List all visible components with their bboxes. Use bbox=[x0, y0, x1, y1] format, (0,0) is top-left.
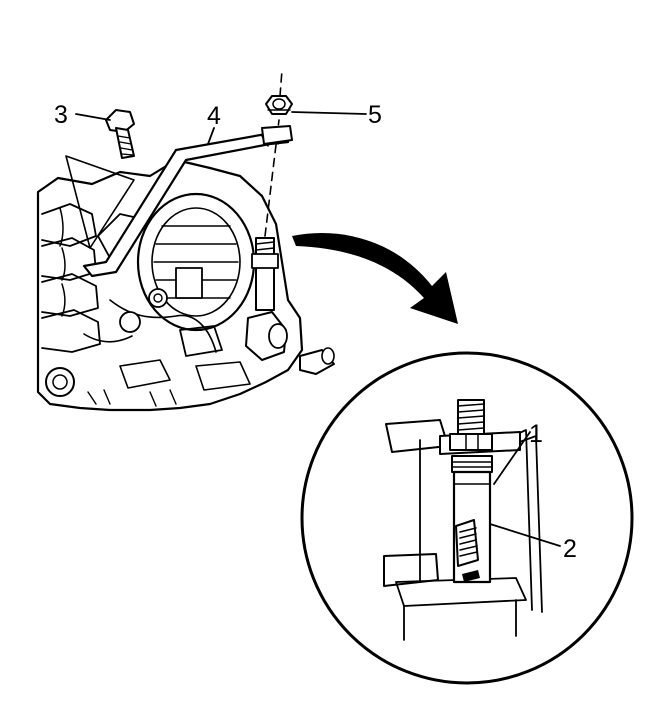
callout-5: 5 bbox=[368, 101, 382, 129]
callout-1: 1 bbox=[529, 420, 543, 448]
callout-3: 3 bbox=[54, 101, 68, 129]
bolt bbox=[65, 109, 135, 249]
callout-2: 2 bbox=[563, 535, 577, 563]
detail-view bbox=[300, 351, 634, 685]
engine-assembly bbox=[36, 69, 335, 412]
nut bbox=[265, 95, 293, 115]
leader-lines bbox=[75, 111, 367, 145]
curved-arrow-icon bbox=[292, 232, 458, 324]
support-bracket bbox=[82, 125, 293, 278]
callout-4: 4 bbox=[207, 102, 221, 130]
